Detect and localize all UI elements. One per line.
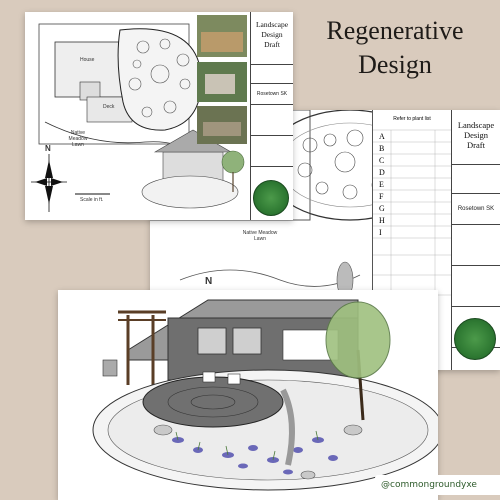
title-block-title: Landscape Design Draft (251, 12, 293, 65)
garden-rendering (92, 299, 438, 491)
north-label-sheet2: N (205, 276, 213, 287)
legend-letter: B (379, 144, 385, 153)
title-block-cell (452, 165, 500, 194)
company-seal-sheet1 (253, 180, 289, 216)
legend-grid (373, 129, 451, 310)
company-seal-sheet2 (454, 318, 496, 360)
legend-letter: E (379, 180, 384, 189)
legend-letter: I (379, 228, 382, 237)
title-block-cell (452, 266, 500, 307)
title-block-cell (251, 65, 293, 84)
title-block-cell (251, 105, 293, 136)
deck-label: Deck (103, 104, 115, 110)
legend-letter: D (379, 168, 385, 177)
design-sheet-rendering (58, 290, 438, 500)
legend-letter: F (379, 192, 384, 201)
title-block-location: Rosetown SK (251, 84, 293, 105)
legend-letter: G (379, 204, 385, 213)
legend-letter: C (379, 156, 385, 165)
site-plan-drawing (31, 15, 247, 212)
lawn-label-sheet2: Native Meadow Lawn (242, 230, 278, 242)
title-block-cell (452, 225, 500, 266)
legend-letter: H (379, 216, 385, 225)
scale-label: Scale in ft. (80, 197, 104, 203)
headline-line-1: Regenerative (326, 16, 464, 45)
house-label: House (80, 57, 95, 63)
lawn-label: Native Meadow Lawn (68, 130, 88, 148)
design-sheet-site-plan: House Deck Native Meadow Lawn N Scale in… (25, 12, 293, 220)
legend-header: Refer to plant list (393, 116, 431, 122)
title-block-title: Landscape Design Draft (452, 110, 500, 165)
title-block-cell (251, 136, 293, 167)
north-label: N (45, 144, 51, 153)
instagram-handle: @commongroundyxe (375, 475, 500, 495)
legend-letter: A (379, 132, 385, 141)
headline-line-2: Design (358, 50, 432, 79)
plant-legend: Refer to plant list A B C D E F G H I (372, 110, 451, 310)
title-block-location: Rosetown SK (452, 194, 500, 225)
headline: Regenerative Design (300, 14, 490, 82)
